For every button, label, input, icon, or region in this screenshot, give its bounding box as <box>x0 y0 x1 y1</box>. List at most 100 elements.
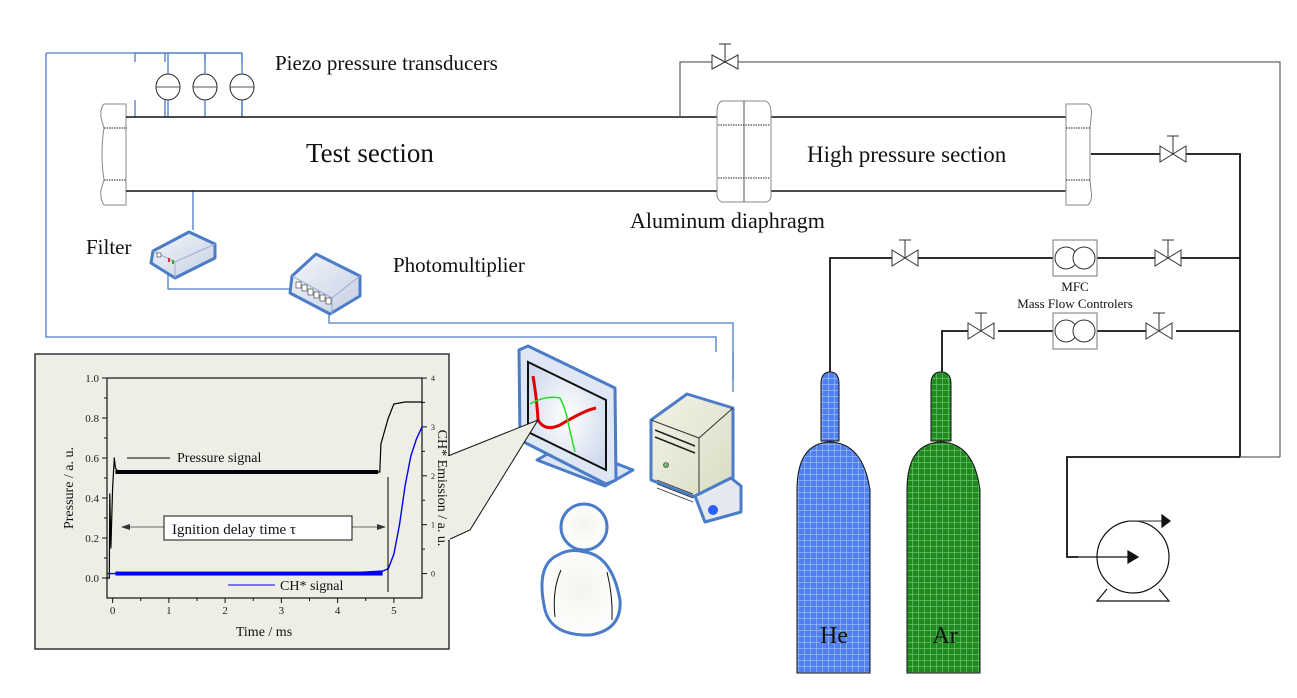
ch-point <box>421 426 423 428</box>
transducer-icon <box>155 73 181 101</box>
y-tick-label: 0.0 <box>85 573 99 585</box>
pressure-legend-label: Pressure signal <box>177 451 261 466</box>
y2-tick-label: 4 <box>431 374 435 383</box>
ch-point <box>106 572 108 575</box>
test-section-label: Test section <box>306 138 434 168</box>
pressure-point <box>112 487 114 489</box>
ch-point <box>382 570 384 572</box>
high-pressure-section-label: High pressure section <box>807 142 1007 167</box>
ch-legend-label: CH* signal <box>280 579 344 594</box>
pressure-point <box>421 401 423 403</box>
y2-tick-label: 2 <box>431 472 435 481</box>
helium-cylinder <box>796 371 871 674</box>
ch-point <box>280 572 282 575</box>
argon-label: Ar <box>932 623 957 649</box>
right-end-cap <box>1065 103 1093 206</box>
ch-point <box>410 455 412 457</box>
y-axis-label: Pressure / a. u. <box>62 447 77 529</box>
mass-flow-controller-ar <box>1052 312 1098 350</box>
y-tick-label: 1.0 <box>85 373 99 385</box>
pressure-point <box>114 467 117 469</box>
gas-piping <box>679 61 1281 558</box>
pressure-point <box>108 577 110 579</box>
mass-flow-controller-he <box>1052 239 1098 277</box>
chart-callout <box>34 353 540 650</box>
valve-icon <box>1154 239 1182 267</box>
ch-point <box>415 438 417 440</box>
pressure-point <box>280 471 282 473</box>
operator-person-icon <box>540 502 622 637</box>
chart-inset-panel <box>34 353 450 650</box>
ch-point <box>398 524 401 526</box>
y2-tick-label: 3 <box>431 423 435 432</box>
pressure-point <box>379 471 381 473</box>
y-tick-label: 0.2 <box>85 533 99 545</box>
piezo-label: Piezo pressure transducers <box>275 51 498 75</box>
y-tick-label: 0.6 <box>85 453 99 465</box>
ch-point <box>404 484 406 487</box>
pressure-point <box>404 401 406 403</box>
pressure-point <box>393 403 395 405</box>
pressure-point <box>140 471 142 473</box>
ch-point <box>224 572 226 575</box>
series-layer <box>106 401 423 579</box>
plot-frame <box>106 377 423 599</box>
valve-icon <box>1159 135 1187 163</box>
transducer-icon <box>192 73 218 101</box>
y2-axis-label: CH* Emission / a. u. <box>434 430 449 547</box>
pressure-point <box>376 471 378 473</box>
filter-device-icon <box>149 230 217 280</box>
transducer-icon <box>229 73 255 101</box>
x-tick-label: 0 <box>110 605 116 617</box>
shock-tube <box>100 100 1093 206</box>
ignition-delay-label: Ignition delay time τ <box>172 522 296 538</box>
pressure-point <box>382 437 384 439</box>
pressure-point <box>113 457 115 459</box>
arrow-left-icon <box>121 524 130 530</box>
pressure-point <box>380 443 382 445</box>
pressure-point <box>117 471 119 473</box>
mfc-full-label: Mass Flow Controlers <box>1017 296 1133 311</box>
pressure-point <box>106 577 108 579</box>
ch-noise-band <box>115 571 383 576</box>
computer-tower-icon <box>649 392 743 524</box>
valve-icon <box>967 312 995 340</box>
pressure-point <box>168 471 170 473</box>
piezo-transducers <box>155 73 255 101</box>
pressure-point <box>337 471 339 473</box>
ch-point <box>168 572 170 575</box>
filter-label: Filter <box>86 235 132 259</box>
pressure-point <box>110 547 112 549</box>
photomultiplier-device-icon <box>288 252 362 316</box>
transducer-leads <box>135 52 243 117</box>
y2-tick-label: 0 <box>431 570 435 579</box>
valves <box>711 43 1187 340</box>
y-axis-right: 0 1 2 3 4 <box>422 374 435 579</box>
mfc-label: MFC <box>1061 279 1088 294</box>
monitor-icon <box>517 344 635 488</box>
diaphragm-label: Aluminum diaphragm <box>630 208 825 233</box>
y-axis-left: 0.00.20.40.60.81.0 <box>85 373 107 585</box>
ch-point <box>112 572 114 575</box>
y-tick-label: 0.4 <box>85 493 99 505</box>
x-tick-label: 3 <box>279 605 285 617</box>
valve-icon <box>891 239 919 267</box>
argon-cylinder <box>906 371 981 674</box>
ch-point <box>337 572 339 575</box>
diaphragm-coupling <box>716 100 772 203</box>
x-tick-label: 4 <box>335 605 341 617</box>
x-axis-label: Time / ms <box>236 625 292 640</box>
valve-icon <box>1145 312 1173 340</box>
y2-tick-label: 1 <box>431 521 435 530</box>
pressure-noise-band <box>115 470 379 474</box>
photomultiplier-label: Photomultiplier <box>393 253 525 277</box>
x-tick-label: 1 <box>166 605 172 617</box>
x-tick-label: 5 <box>391 605 397 617</box>
vacuum-pump-icon <box>1078 513 1171 602</box>
pressure-point <box>224 471 226 473</box>
helium-label: He <box>820 623 848 649</box>
left-end-cap <box>100 103 127 206</box>
